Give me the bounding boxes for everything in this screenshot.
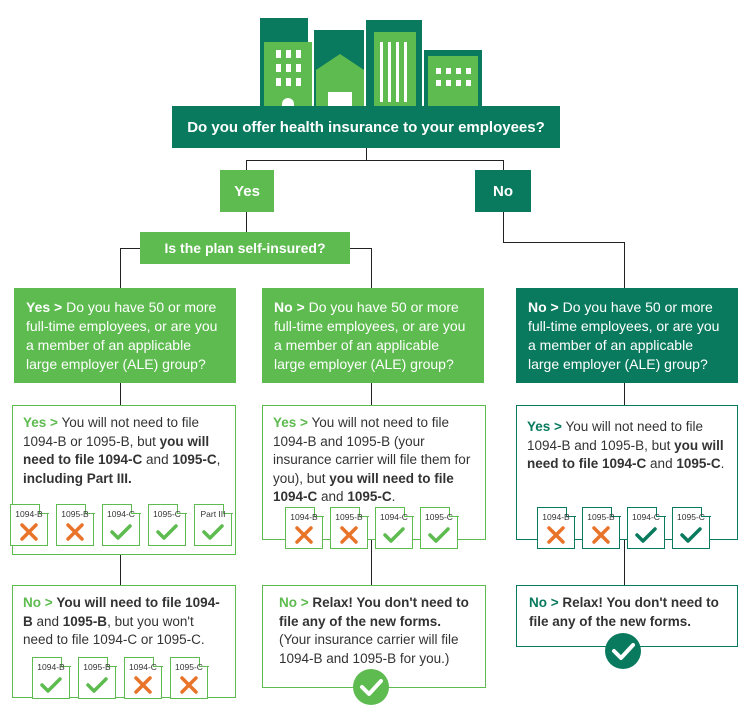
col3-question-prefix: No >	[528, 299, 559, 315]
form-label: 1094-C	[129, 662, 157, 672]
col1-yes-bold1: you will need to file 1094-C	[23, 433, 210, 468]
col2-yes-bold2: 1095-C	[347, 489, 392, 504]
x-mark-icon	[66, 523, 84, 541]
col3-yes-text3: .	[720, 456, 725, 471]
col1-yes-bold3: including Part III.	[23, 470, 132, 486]
x-mark-icon	[340, 526, 358, 544]
x-mark-icon	[295, 526, 313, 544]
form-label: 1094-C	[107, 509, 135, 519]
checkmark-icon	[110, 524, 132, 540]
col2-question-box: No > Do you have 50 or more full-time em…	[262, 288, 484, 383]
health-insurance-question: Do you offer health insurance to your em…	[172, 106, 560, 148]
form-1094-c-icon: 1094-C	[627, 506, 666, 549]
x-mark-icon	[547, 526, 565, 544]
col1-no-text1: and	[32, 613, 63, 629]
col1-question-prefix: Yes >	[26, 299, 63, 315]
form-1095-c-icon: 1095-C	[170, 656, 209, 699]
city-buildings-icon	[260, 18, 482, 116]
form-label: 1094-B	[290, 512, 318, 522]
col2-yes-prefix: Yes >	[273, 415, 308, 430]
form-label: 1095-C	[677, 512, 705, 522]
checkmark-icon	[86, 677, 108, 693]
col1-no-text2: , but you won't need to file 1094-C or 1…	[23, 613, 205, 648]
form-1095-b-icon: 1095-B	[78, 656, 117, 699]
col1-yes-bold2: 1095-C	[172, 452, 217, 467]
yes-branch-box: Yes	[220, 170, 274, 212]
form-1094-c-icon: 1094-C	[375, 506, 414, 549]
checkmark-icon	[202, 524, 224, 540]
form-1095-b-icon: 1095-B	[330, 506, 369, 549]
col3-question-text: Do you have 50 or more full-time employe…	[528, 299, 720, 372]
col1-yes-text3: ,	[216, 452, 221, 467]
col1-yes-prefix: Yes >	[23, 415, 58, 430]
col2-question-text: Do you have 50 or more full-time employe…	[274, 299, 466, 372]
col1-yes-text1: You will not need to file 1094-B or 1095…	[23, 415, 200, 449]
col3-yes-prefix: Yes >	[527, 419, 562, 434]
checkmark-icon	[156, 524, 178, 540]
form-1094-b-icon: 1094-B	[32, 656, 71, 699]
form-label: 1095-B	[61, 509, 89, 519]
no-branch-box: No	[475, 170, 531, 212]
checkmark-icon	[680, 527, 702, 543]
col2-yes-text2: and	[317, 489, 348, 504]
form-1095-b-icon: 1095-B	[56, 503, 95, 546]
col2-relax-check-icon	[353, 669, 389, 705]
form-label: 1095-B	[83, 662, 111, 672]
col3-yes-text2: and	[646, 456, 677, 471]
checkmark-icon	[383, 527, 405, 543]
col3-no-prefix: No >	[529, 595, 559, 610]
form-1095-c-icon: 1095-C	[148, 503, 187, 546]
form-1095-b-icon: 1095-B	[582, 506, 621, 549]
col2-no-answer-box: No > Relax! You don't need to file any o…	[262, 585, 486, 688]
x-mark-icon	[180, 676, 198, 694]
col3-question-box: No > Do you have 50 or more full-time em…	[516, 288, 738, 383]
form-1094-c-icon: 1094-C	[102, 503, 141, 546]
col3-yes-bold1: you will need to file 1094-C	[527, 437, 724, 472]
form-1094-b-icon: 1094-B	[285, 506, 324, 549]
col3-yes-text1: You will not need to file 1094-B and 109…	[527, 419, 704, 453]
col2-no-bold1: Relax! You don't need to file any of the…	[279, 595, 469, 629]
form-part-iii-icon: Part III	[194, 503, 233, 546]
form-label: 1094-C	[632, 512, 660, 522]
form-label: 1095-B	[335, 512, 363, 522]
col2-question-prefix: No >	[274, 299, 305, 315]
form-label: 1095-B	[587, 512, 615, 522]
form-1094-b-icon: 1094-B	[10, 503, 49, 546]
col1-question-text: Do you have 50 or more full-time employe…	[26, 299, 218, 372]
col1-no-prefix: No >	[23, 595, 53, 610]
form-label: 1094-C	[380, 512, 408, 522]
x-mark-icon	[20, 523, 38, 541]
col3-no-bold1: Relax! You don't need to file any of the…	[529, 595, 719, 629]
form-label: 1095-C	[425, 512, 453, 522]
col1-question-box: Yes > Do you have 50 or more full-time e…	[14, 288, 236, 383]
form-1094-c-icon: 1094-C	[124, 656, 163, 699]
col1-yes-text2: and	[142, 452, 173, 467]
form-1094-b-icon: 1094-B	[537, 506, 576, 549]
x-mark-icon	[134, 676, 152, 694]
col3-yes-bold2: 1095-C	[676, 456, 721, 471]
x-mark-icon	[592, 526, 610, 544]
checkmark-icon	[40, 677, 62, 693]
form-label: Part III	[200, 509, 226, 519]
checkmark-icon	[635, 527, 657, 543]
form-label: 1095-C	[153, 509, 181, 519]
col1-no-bold2: 1095-B	[62, 613, 108, 629]
col2-yes-text1: You will not need to file 1094-B and 109…	[273, 415, 471, 486]
form-label: 1094-B	[542, 512, 570, 522]
form-label: 1094-B	[37, 662, 65, 672]
col2-yes-text3: .	[391, 489, 396, 504]
self-insured-question: Is the plan self-insured?	[140, 232, 350, 264]
form-1095-c-icon: 1095-C	[672, 506, 711, 549]
col2-no-text1: (Your insurance carrier will file 1094-B…	[279, 632, 459, 666]
form-label: 1095-C	[175, 662, 203, 672]
col2-yes-bold1: you will need to file 1094-C	[273, 470, 454, 505]
checkmark-icon	[428, 527, 450, 543]
col3-relax-check-icon	[605, 633, 641, 669]
form-label: 1094-B	[15, 509, 43, 519]
col2-no-prefix: No >	[279, 595, 309, 610]
col1-no-bold1: You will need to file 1094-B	[23, 595, 220, 629]
form-1095-c-icon: 1095-C	[420, 506, 459, 549]
